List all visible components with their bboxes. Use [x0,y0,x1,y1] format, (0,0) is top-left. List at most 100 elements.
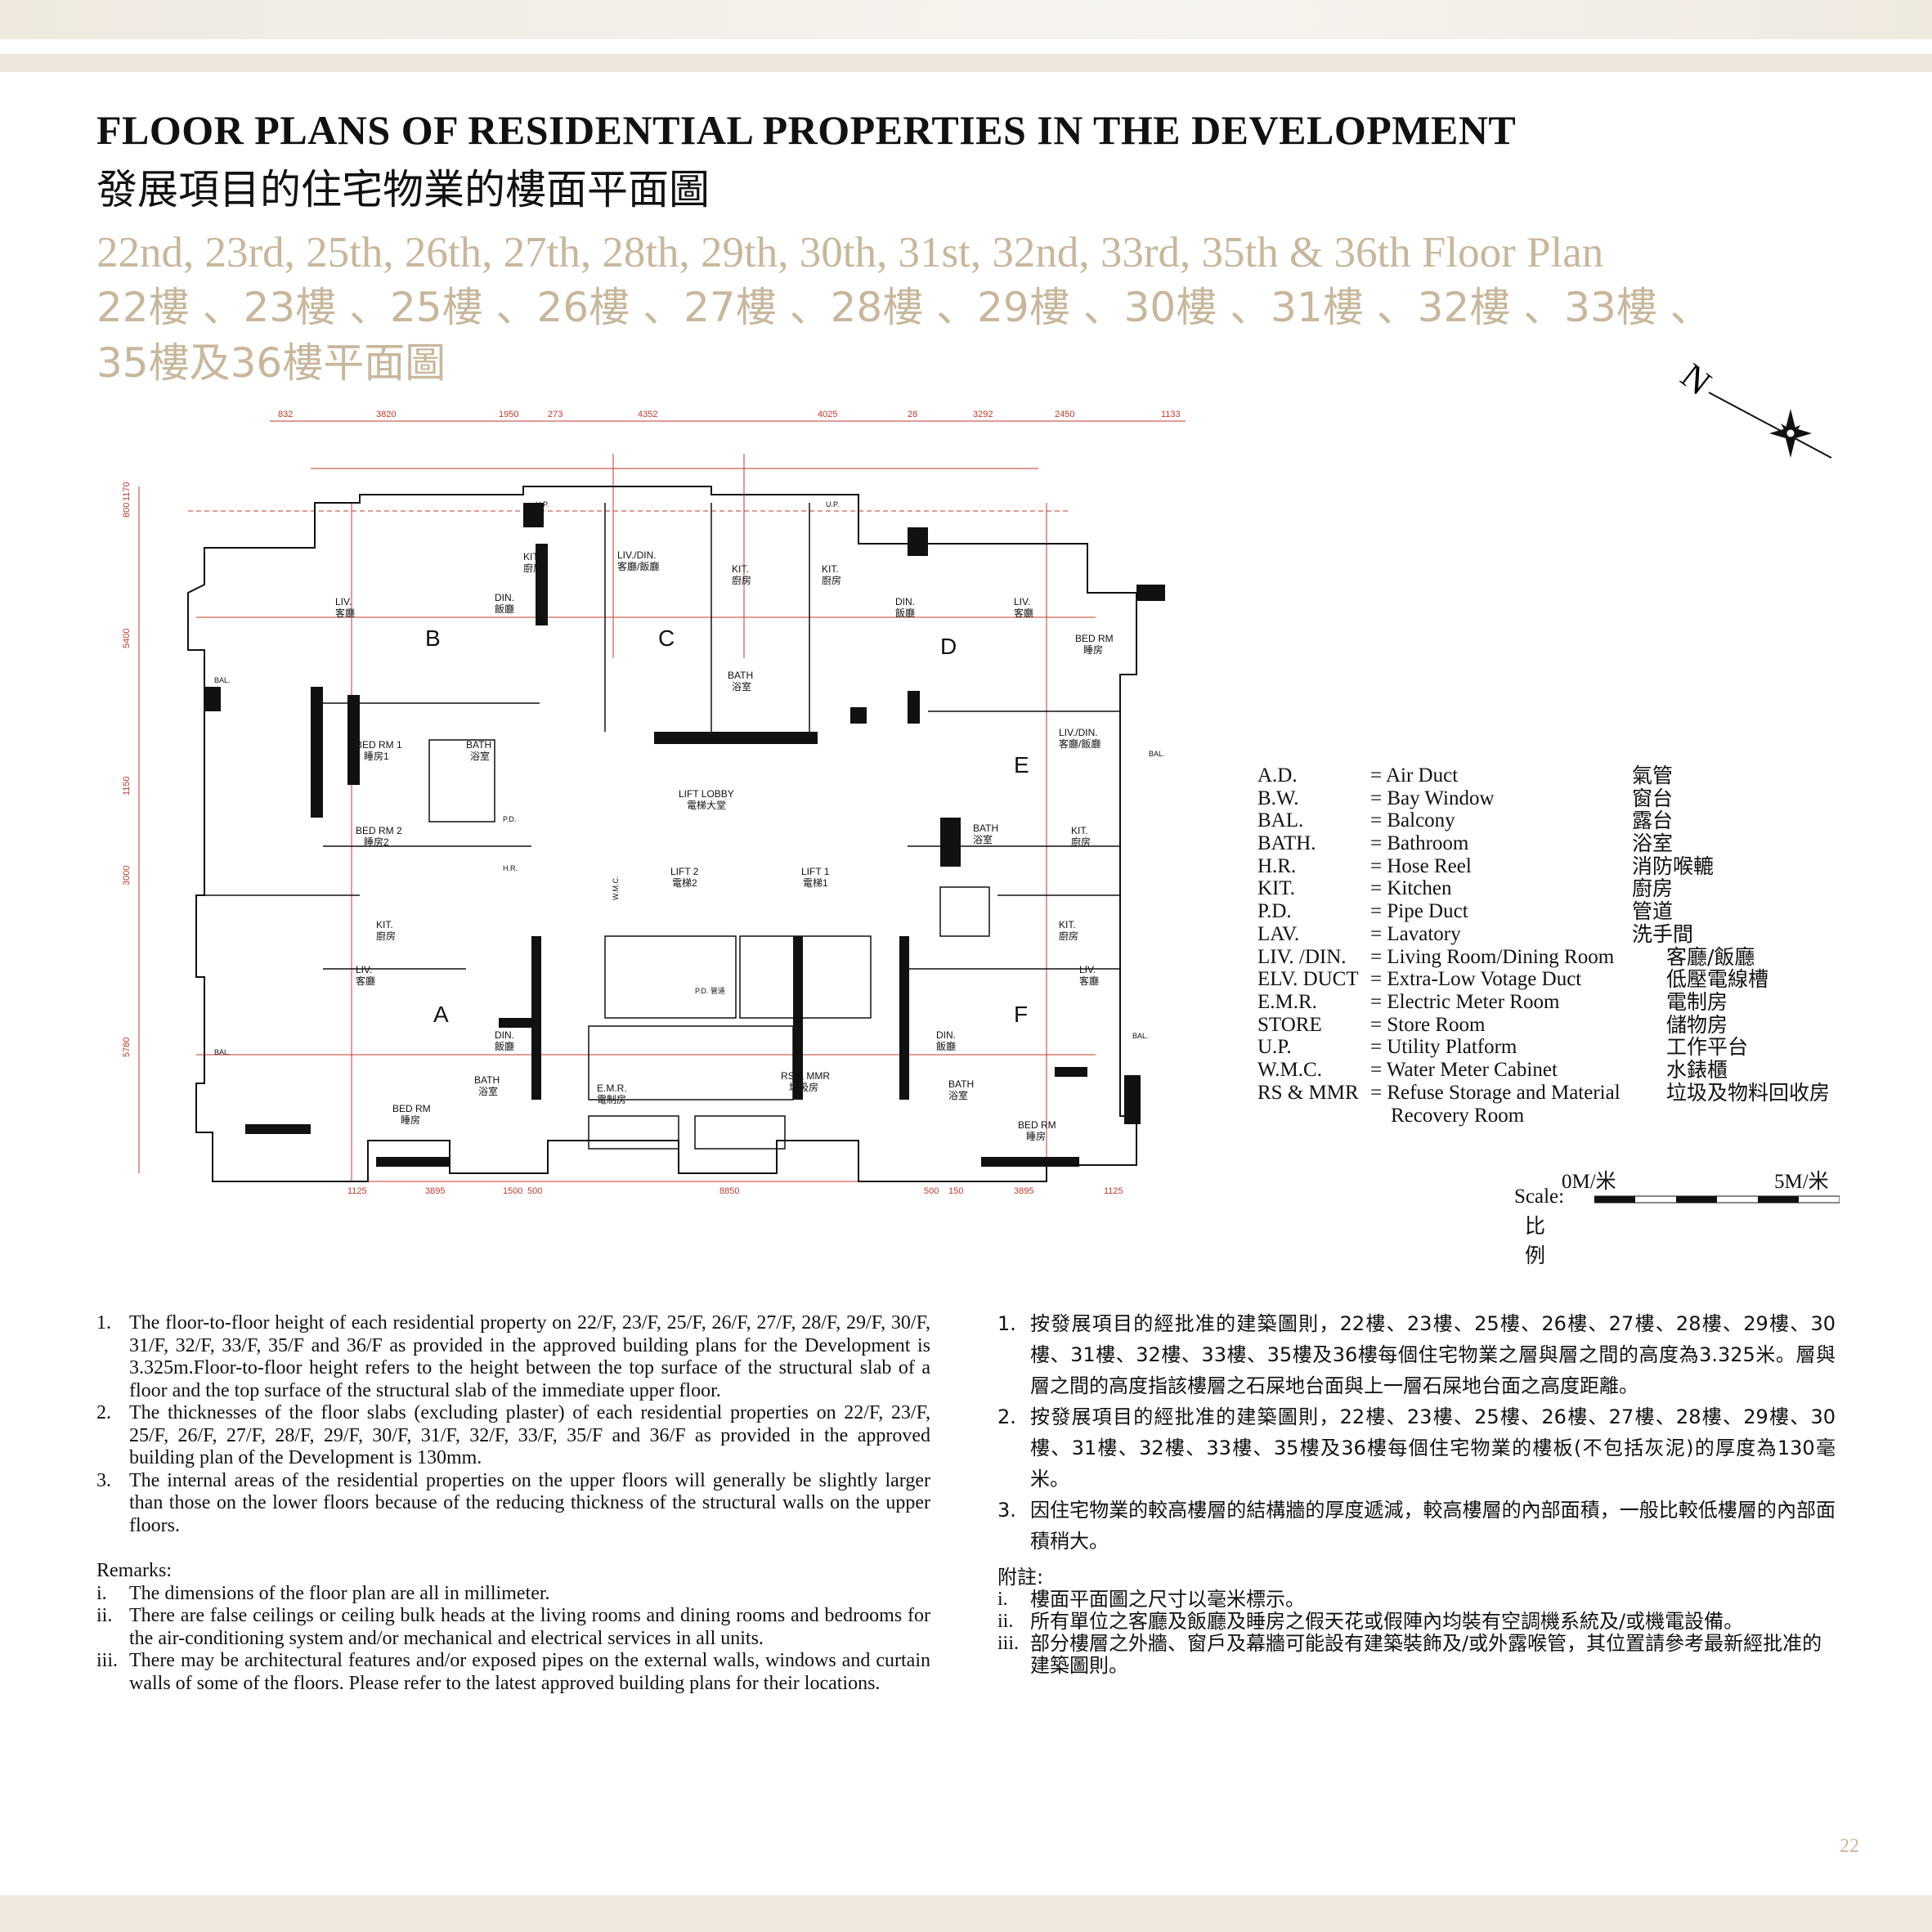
room-bath-b-zh: 浴室 [470,750,490,762]
remark-en-ii: ii.There are false ceilings or ceiling b… [96,1605,930,1649]
dim-top-2: 3820 [376,410,396,419]
wmc-label: W.M.C. [612,876,620,901]
room-din-f-zh: 飯廳 [936,1040,956,1052]
note-en-3: 3.The internal areas of the residential … [96,1469,930,1536]
remarks-en-title: Remarks: [96,1560,172,1581]
room-bath-a-zh: 浴室 [478,1085,498,1097]
note-zh-1: 1.按發展項目的經批准的建築圖則，22樓、23樓、25樓、26樓、27樓、28樓… [997,1312,1836,1397]
unit-label-c: C [658,625,675,651]
dim-bottom-7: 150 [948,1186,963,1196]
room-din-b-zh: 飯廳 [495,603,514,615]
dim-bottom-4: 500 [527,1186,542,1196]
top-dimension-labels: 832 3820 1950 273 4352 4025 28 3292 2450… [278,410,1181,419]
dim-left-1: 1170 [123,482,132,501]
dim-left-6: 5780 [123,1038,132,1057]
notes-chinese: 1.按發展項目的經批准的建築圖則，22樓、23樓、25樓、26樓、27樓、28樓… [997,1308,1836,1677]
room-bedrm2-zh: 睡房2 [364,836,389,848]
room-liv-a: LIV. [356,964,372,975]
room-livdin-e: LIV./DIN. [1059,727,1098,738]
rs-mmr-label-zh: 垃圾房 [789,1081,818,1093]
up-label-b: U.P. [536,500,549,509]
room-kit-f-zh: 廚房 [1059,930,1078,942]
pd-label-b: P.D. [503,815,516,823]
dim-bottom-1: 1125 [347,1186,367,1196]
lift2-label: LIFT 2 [670,866,699,877]
room-livdin-c: LIV./DIN. [617,549,657,561]
room-bath-c: BATH [728,670,753,681]
top-decorative-stripe [0,54,1932,72]
room-bath-e: BATH [973,823,998,834]
bal-label-b: BAL. [214,676,231,684]
note-zh-3: 3.因住宅物業的較高樓層的結構牆的厚度遞減，較高樓層的內部面積，一般比較低樓層的… [997,1499,1836,1553]
unit-label-e: E [1014,752,1029,778]
room-kit-d: KIT. [822,563,839,575]
lift2-label-zh: 電梯2 [672,877,697,889]
room-bath-a: BATH [474,1074,500,1086]
room-bedrm-a-zh: 睡房 [401,1114,420,1126]
room-bath-f: BATH [948,1078,974,1090]
building-outline [187,486,1137,1182]
left-dimension-labels: 1170 800 5400 1150 3000 5780 [123,482,132,1057]
north-label: N [1674,356,1719,403]
dim-top-6: 4025 [818,410,837,419]
room-bedrm-a: BED RM [392,1103,431,1114]
room-din-a-zh: 飯廳 [495,1040,514,1052]
floor-plan-drawing: 832 3820 1950 273 4352 4025 28 3292 2450… [123,410,1186,1196]
bottom-decorative-band [0,1895,1932,1932]
note-zh-2: 2.按發展項目的經批准的建築圖則，22樓、23樓、25樓、26樓、27樓、28樓… [997,1405,1836,1490]
dim-bottom-5: 8850 [719,1186,739,1196]
room-kit-a: KIT. [376,919,393,930]
room-kit-c: KIT. [732,563,749,575]
room-kit-b-zh: 廚房 [523,562,543,574]
room-kit-d-zh: 廚房 [822,574,841,586]
lift1-label: LIFT 1 [801,866,830,877]
lift-lobby-label-zh: 電梯大堂 [687,800,726,811]
room-bedrm2: BED RM 2 [356,825,402,836]
structural-walls [204,503,1165,1167]
unit-label-d: D [940,634,957,659]
room-kit-b: KIT. [523,551,540,563]
dim-top-5: 4352 [638,410,657,419]
dim-top-8: 3292 [973,410,993,419]
remark-en-i: i.The dimensions of the floor plan are a… [96,1582,550,1604]
dim-top-4: 273 [548,410,563,419]
unit-label-b: B [425,625,441,651]
notes-english: 1.The floor-to-floor height of each resi… [96,1312,930,1695]
room-bedrm1: BED RM 1 [356,739,402,751]
dim-bottom-3: 1500 [503,1186,522,1196]
room-bath-e-zh: 浴室 [973,833,993,845]
dim-bottom-9: 1125 [1104,1186,1123,1196]
room-bedrm-d-zh: 睡房 [1083,643,1103,656]
hr-label: H.R. [503,864,518,872]
room-bath-b: BATH [466,739,491,751]
floor-plan-subtitle-en: 22nd, 23rd, 25th, 26th, 27th, 28th, 29th… [96,229,1604,276]
room-liv-d-zh: 客廳 [1014,607,1033,619]
bal-label-f: BAL. [1132,1032,1149,1040]
remarks-zh-title: 附註: [997,1566,1044,1589]
bottom-dimension-labels: 1125 3895 1500 500 8850 500 150 3895 112… [347,1186,1123,1196]
room-bedrm-f: BED RM [1018,1119,1056,1131]
room-bedrm-f-zh: 睡房 [1026,1130,1046,1142]
dim-top-9: 2450 [1055,410,1074,419]
up-label-d: U.P. [826,500,839,509]
north-arrow-icon: N [1674,356,1832,459]
room-labels: LIV. 客廳 DIN. 飯廳 KIT. 廚房 LIV./DIN. 客廳/飯廳 … [214,500,1165,1142]
bal-label-e: BAL. [1149,750,1165,758]
room-livdin-c-zh: 客廳/飯廳 [617,560,659,572]
interior-partitions [204,503,1120,1150]
room-liv-f-zh: 客廳 [1079,975,1099,987]
room-kit-a-zh: 廚房 [376,930,396,942]
rs-mmr-label: RS & MMR [781,1070,830,1082]
remark-zh-ii: ii.所有單位之客廳及飯廳及睡房之假天花或假陣內均裝有空調機系統及/或機電設備。 [997,1610,1744,1633]
dim-left-2: 800 [123,503,132,518]
dim-top-1: 832 [278,410,293,419]
room-bath-c-zh: 浴室 [732,680,751,693]
remark-zh-i: i.樓面平面圖之尺寸以毫米標示。 [997,1588,1305,1611]
room-liv-f: LIV. [1079,964,1096,975]
room-liv-d: LIV. [1014,596,1030,607]
dim-top-7: 28 [908,410,917,419]
floor-plan-subtitle-zh-line1: 22樓 、23樓 、25樓 、26樓 、27樓 、28樓 、29樓 、30樓 、… [96,284,1711,331]
scale-label-en: Scale: [1514,1186,1565,1208]
floor-plan-subtitle-zh-line2: 35樓及36樓平面圖 [96,339,446,387]
unit-labels: B C D E A F [425,625,1029,1027]
